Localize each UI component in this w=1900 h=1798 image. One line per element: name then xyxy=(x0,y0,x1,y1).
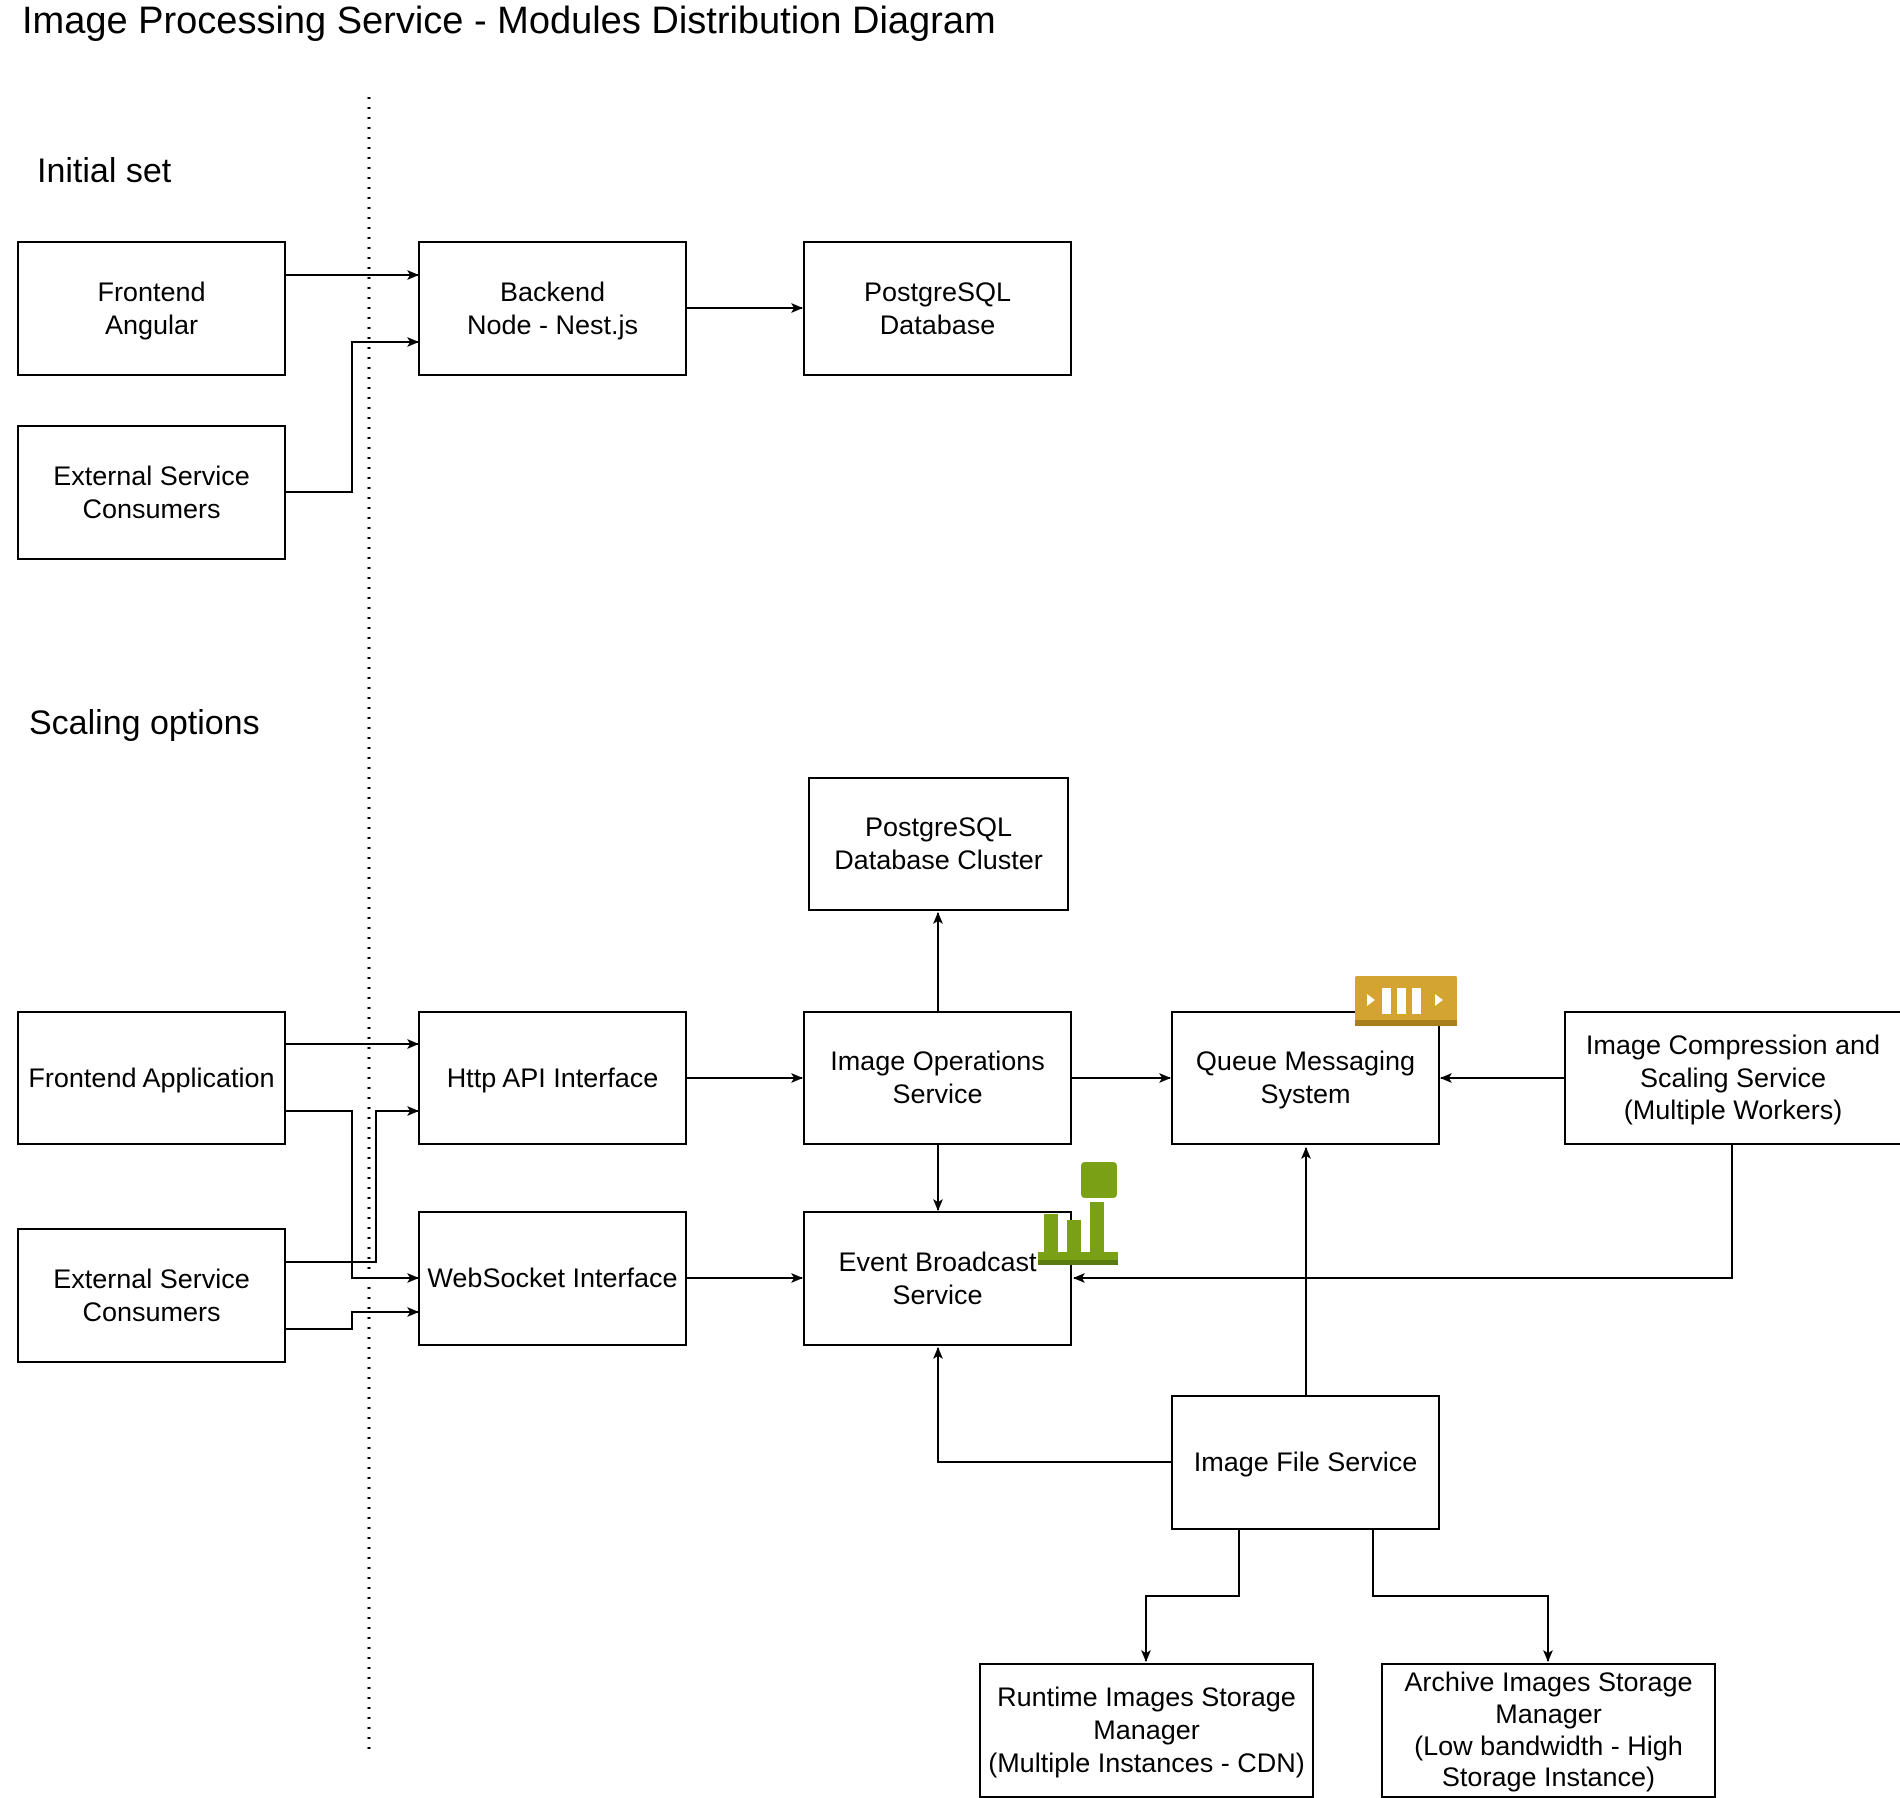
node-label-line: System xyxy=(1260,1079,1351,1109)
node-label-line: Image Compression and xyxy=(1585,1029,1881,1060)
node-label-line: Service xyxy=(892,1079,983,1109)
node-label-line: (Multiple Workers) xyxy=(1623,1095,1843,1126)
node-label-line: Frontend xyxy=(97,276,206,307)
node-label-line: Event Broadcast xyxy=(838,1246,1037,1277)
node-label-line: Image Operations xyxy=(830,1046,1045,1077)
node-label-line: Queue Messaging xyxy=(1195,1046,1416,1077)
node-label-line: Archive Images Storage xyxy=(1404,1667,1693,1698)
edge-external-websocket xyxy=(286,1307,419,1330)
node-label-line: Storage Instance) xyxy=(1441,1762,1656,1793)
node-websocket-interface[interactable]: WebSocket Interface xyxy=(418,1211,687,1346)
queue-messaging-icon xyxy=(1355,976,1457,1026)
diagram-title: Image Processing Service - Modules Distr… xyxy=(22,0,996,42)
event-broadcast-icon xyxy=(1038,1162,1118,1265)
node-label-line: (Multiple Instances - CDN) xyxy=(988,1747,1305,1778)
edge-imagefile-runtime xyxy=(1141,1530,1240,1662)
node-label-line: Database xyxy=(879,309,996,340)
node-label-line: WebSocket Interface xyxy=(427,1263,678,1294)
node-label-line: Scaling Service xyxy=(1639,1062,1827,1093)
node-label-line: PostgreSQL xyxy=(863,276,1012,307)
node-label-line: External Service xyxy=(53,460,250,491)
node-label-line: Service xyxy=(892,1279,983,1310)
node-label-line: Frontend Application xyxy=(28,1062,275,1093)
node-label-line: Node - Nest.js xyxy=(466,309,639,340)
edge-imagefile-event xyxy=(933,1347,1172,1463)
node-label-line: Runtime Images Storage xyxy=(997,1682,1296,1713)
node-label-line: Manager xyxy=(1093,1715,1200,1746)
node-label-line: (Low bandwidth - High xyxy=(1414,1730,1683,1761)
node-label-line: PostgreSQL xyxy=(864,812,1013,843)
edge-compression-event xyxy=(1073,1145,1733,1283)
node-image-file-service[interactable]: Image File Service xyxy=(1171,1395,1440,1530)
node-label-line: Angular xyxy=(104,309,199,340)
node-label-line: Http API Interface xyxy=(446,1062,659,1093)
node-label-line: Backend xyxy=(499,276,606,307)
edge-frontend-websocket xyxy=(286,1110,419,1283)
node-label-line: Manager xyxy=(1495,1698,1602,1729)
edge-imagefile-archive xyxy=(1372,1530,1553,1662)
node-label-line: External Service xyxy=(53,1263,250,1294)
edge-external-backend xyxy=(286,337,419,493)
section-label-scaling: Scaling options xyxy=(29,704,260,742)
node-http-api-interface[interactable]: Http API Interface xyxy=(418,1011,687,1145)
node-label-line: Consumers xyxy=(82,493,221,524)
node-frontend-application[interactable]: Frontend Application xyxy=(17,1011,286,1145)
section-label-initial: Initial set xyxy=(37,152,172,190)
edge-external-http xyxy=(286,1106,419,1263)
node-label-line: Consumers xyxy=(82,1296,221,1327)
node-label-line: Image File Service xyxy=(1193,1447,1418,1478)
node-label-line: Database Cluster xyxy=(834,845,1043,875)
